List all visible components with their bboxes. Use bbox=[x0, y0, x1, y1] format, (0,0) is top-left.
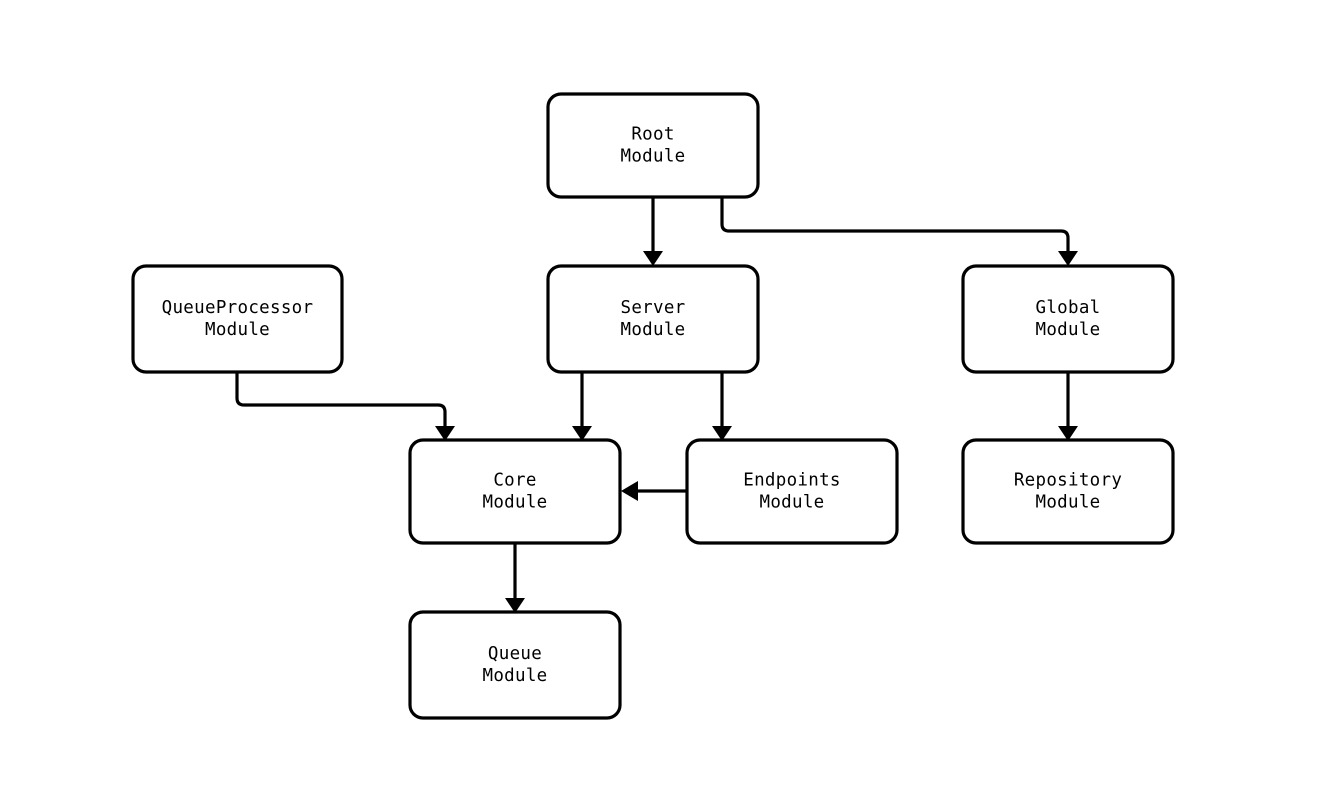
node-box[interactable] bbox=[961, 438, 1175, 545]
edge-queueprocessor-to-core bbox=[235, 372, 455, 441]
node-box[interactable] bbox=[685, 438, 899, 545]
node-box[interactable] bbox=[408, 438, 622, 545]
edge-line bbox=[720, 197, 1070, 252]
arrowhead-icon bbox=[572, 426, 592, 441]
arrowhead-icon bbox=[621, 481, 638, 501]
arrowhead-icon bbox=[435, 426, 455, 441]
edge-core-to-queue bbox=[505, 543, 525, 613]
node-label-line1: Repository bbox=[1014, 471, 1122, 491]
node-box[interactable] bbox=[546, 92, 760, 199]
node-label-line1: Server bbox=[620, 298, 685, 318]
node-label-line1: Root bbox=[631, 125, 674, 145]
edges-layer bbox=[235, 197, 1078, 613]
nodes-layer: RootModuleQueueProcessorModuleServerModu… bbox=[131, 92, 1175, 720]
node-label-line2: Module bbox=[482, 666, 547, 686]
node-label-line1: Endpoints bbox=[743, 471, 841, 491]
edge-root-to-global bbox=[720, 197, 1078, 266]
node-box[interactable] bbox=[408, 610, 622, 720]
edge-endpoints-to-core bbox=[621, 481, 687, 501]
edge-root-to-server bbox=[643, 197, 663, 266]
node-label-line1: QueueProcessor bbox=[162, 298, 314, 318]
node-label-line2: Module bbox=[620, 147, 685, 167]
arrowhead-icon bbox=[1058, 251, 1078, 266]
arrowhead-icon bbox=[505, 598, 525, 613]
node-label-line1: Core bbox=[493, 471, 536, 491]
node-box[interactable] bbox=[961, 264, 1175, 374]
node-label-line2: Module bbox=[620, 320, 685, 340]
node-label-line2: Module bbox=[759, 493, 824, 513]
node-label-line2: Module bbox=[1035, 320, 1100, 340]
arrowhead-icon bbox=[712, 426, 732, 441]
node-label-line2: Module bbox=[205, 320, 270, 340]
edge-server-to-endpoints bbox=[712, 372, 732, 441]
node-label-line2: Module bbox=[1035, 493, 1100, 513]
node-box[interactable] bbox=[131, 264, 344, 374]
arrowhead-icon bbox=[1058, 426, 1078, 441]
edge-line bbox=[235, 372, 447, 427]
edge-global-to-repository bbox=[1058, 372, 1078, 441]
edge-server-to-core bbox=[572, 372, 592, 441]
node-box[interactable] bbox=[546, 264, 760, 374]
arrowhead-icon bbox=[643, 251, 663, 266]
node-label-line2: Module bbox=[482, 493, 547, 513]
node-label-line1: Queue bbox=[488, 644, 542, 664]
node-label-line1: Global bbox=[1035, 298, 1100, 318]
